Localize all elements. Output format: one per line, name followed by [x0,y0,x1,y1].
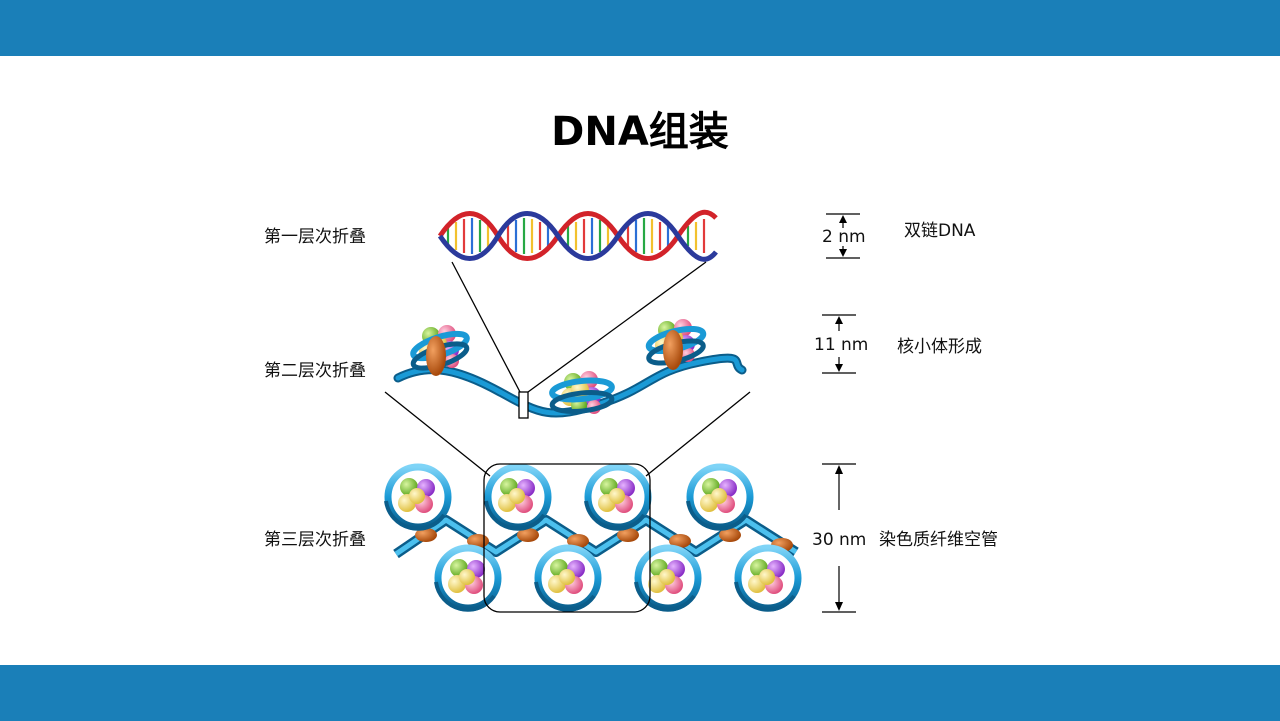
bottom-banner [0,665,1280,721]
level-3-description: 染色质纤维空管 [879,530,998,550]
size-indicators [822,213,860,613]
slide-title: DNA组装 [551,109,729,155]
level-1-label: 第一层次折叠 [264,227,366,247]
level-3-size: 30 nm [812,530,867,550]
level-3-label: 第三层次折叠 [264,530,366,550]
nucleosome-string [393,319,747,419]
level-1-description: 双链DNA [904,221,976,241]
top-banner [0,0,1280,56]
zoom-frame-large [483,463,651,613]
zoom-line [384,391,491,477]
zoom-line [645,391,751,477]
zoom-box-small [518,391,529,419]
level-2-size: 11 nm [814,335,869,355]
chromatin-fiber-30nm [386,463,798,613]
zoom-line [451,261,521,393]
zoom-line [527,261,707,393]
level-2-label: 第二层次折叠 [264,361,366,381]
dna-double-helix [437,209,718,262]
level-2-description: 核小体形成 [897,337,982,357]
level-1-size: 2 nm [822,227,866,247]
